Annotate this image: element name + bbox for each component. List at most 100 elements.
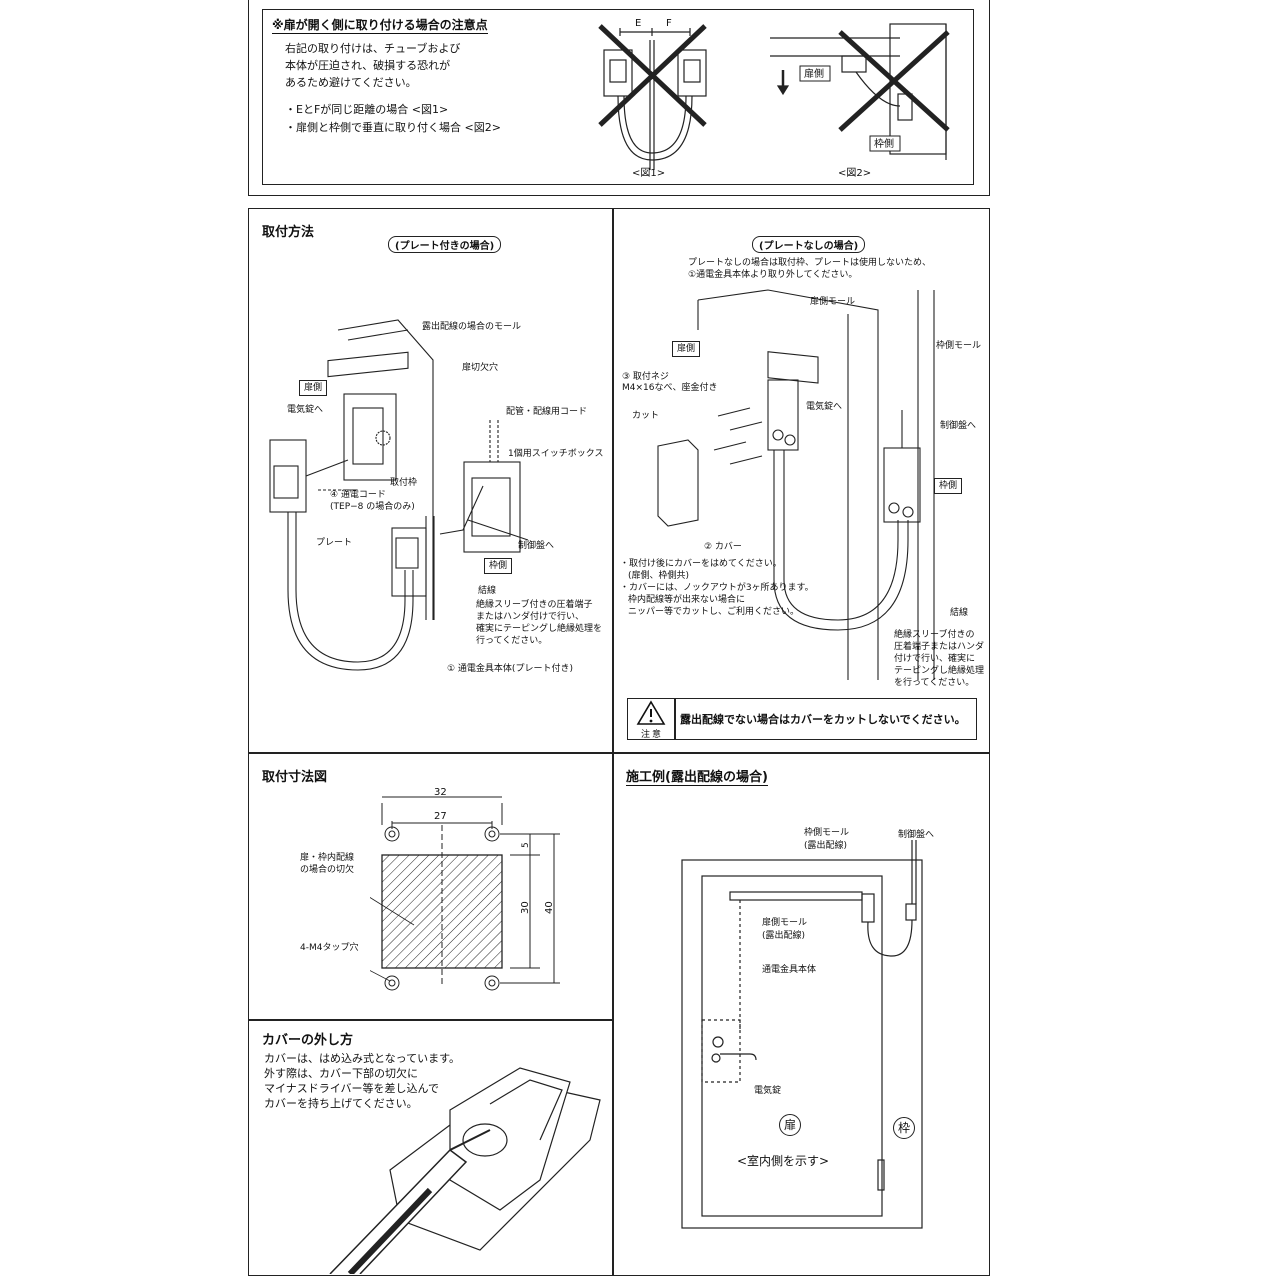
wiring-note-line: 絶縁スリーブ付きの	[894, 630, 975, 640]
dim-5: 5	[521, 842, 531, 848]
label-cord-note: (TEP−8 の場合のみ)	[330, 502, 415, 512]
caution-line: 本体が圧迫され、破損する恐れが	[285, 59, 451, 72]
cutout-label-line: 扉・枠内配線	[300, 853, 355, 863]
label-door-molding-ex-note: (露出配線)	[762, 931, 806, 941]
example-drawing	[681, 840, 923, 1229]
wiring-note-line: 付けで行い、確実に	[894, 654, 976, 664]
wiring-note-line: テーピングし絶縁処理	[894, 666, 985, 676]
warning-box	[627, 698, 977, 740]
label-to-panel-ex: 制御盤へ	[898, 830, 935, 840]
fig2-drawing	[770, 23, 950, 160]
wiring-note: 絶縁スリーブ付きの圧着端子 またはハンダ付けで行い、 確実にテーピングし絶縁処理…	[476, 599, 602, 647]
label-cut: カット	[632, 411, 660, 421]
door-badge: 扉	[779, 1114, 801, 1136]
label-frame-mount: 取付枠	[390, 478, 418, 488]
dim-32: 32	[434, 787, 447, 798]
label-to-panel-np: 制御盤へ	[940, 421, 977, 431]
fig2-frame-label: 枠側	[874, 137, 894, 150]
install-title: 取付方法	[262, 225, 315, 240]
dim-40: 40	[544, 901, 555, 914]
dim-f-label: F	[666, 18, 672, 29]
label-door-side-np: 扉側	[672, 341, 701, 357]
cover-note-line: (扉側、枠側共)	[628, 571, 690, 581]
cutout-label-line: の場合の切欠	[300, 865, 355, 875]
label-to-lock: 電気錠へ	[287, 405, 324, 415]
cover-removal-line: 外す際は、カバー下部の切欠に	[264, 1067, 418, 1080]
label-door-molding: 扉側モール	[810, 297, 856, 307]
warning-label: 注意	[641, 730, 664, 740]
warning-divider	[674, 698, 676, 740]
label-wiring-np: 結線	[950, 608, 969, 618]
label-main-body: ① 通電金具本体(プレート付き)	[447, 664, 573, 674]
cover-removal-line: カバーは、はめ込み式となっています。	[264, 1052, 461, 1065]
cover-removal-drawing	[329, 1067, 601, 1274]
frame-badge: 枠	[893, 1117, 915, 1139]
label-frame-side-np: 枠側	[934, 478, 963, 494]
cover-removal-title: カバーの外し方	[262, 1033, 354, 1048]
label-wiring: 結線	[478, 586, 497, 596]
dimensions-title: 取付寸法図	[262, 770, 328, 785]
wiring-note-line: 圧着端子またはハンダ	[894, 642, 985, 652]
cover-note-line: ・取付け後にカバーをはめてください。	[620, 559, 782, 569]
label-frame-side: 枠側	[484, 558, 513, 574]
without-plate-diagram	[657, 289, 935, 680]
label-molding: 露出配線の場合のモール	[422, 322, 522, 332]
label-frame-molding-ex: 枠側モール	[804, 828, 850, 838]
with-plate-diagram	[269, 319, 529, 671]
caution-figures: E F <図1> 扉側 枠側 <図2>	[598, 18, 950, 179]
cover-removal-line: マイナスドライバー等を差し込んで	[264, 1082, 440, 1095]
label-to-panel: 制御盤へ	[518, 541, 555, 551]
label-cord: ④ 通電コード	[330, 490, 386, 500]
caution-text: 右記の取り付けは、チューブおよび 本体が圧迫され、破損する恐れが あるため避けて…	[285, 40, 460, 91]
warning-icon	[636, 700, 666, 725]
label-to-lock-np: 電気錠へ	[806, 402, 843, 412]
label-frame-molding: 枠側モール	[936, 341, 982, 351]
caution-title: ※扉が開く側に取り付ける場合の注意点	[272, 18, 488, 34]
divider-vertical-bottom	[612, 752, 614, 1276]
fig2-door-label: 扉側	[804, 67, 824, 80]
cover-note-line: ニッパー等でカットし、ご利用ください。	[628, 607, 800, 617]
cover-note-line: 枠内配線等が出来ない場合に	[628, 595, 746, 605]
divider-vertical-top	[612, 208, 614, 752]
wiring-note-np: 絶縁スリーブ付きの 圧着端子またはハンダ 付けで行い、確実に テーピングし絶縁処…	[894, 629, 984, 689]
fig2-label: <図2>	[838, 167, 871, 179]
fig1-drawing	[598, 24, 707, 170]
label-frame-molding-ex-note: (露出配線)	[804, 841, 848, 851]
with-plate-heading: (プレート付きの場合)	[388, 236, 502, 253]
cover-notes: ・取付け後にカバーをはめてください。 (扉側、枠側共) ・カバーには、ノックアウ…	[620, 558, 814, 618]
divider-horizontal	[248, 752, 990, 754]
tap-label: 4-M4タップ穴	[300, 943, 359, 953]
intro-line: ①通電金具本体より取り外してください。	[688, 270, 858, 280]
caution-line: あるため避けてください。	[285, 76, 417, 89]
label-screw: ③ 取付ネジ	[622, 372, 669, 382]
divider-left-bottom	[248, 1019, 612, 1021]
label-lock-ex: 電気錠	[754, 1086, 782, 1096]
wiring-note-line: またはハンダ付けで行い、	[476, 612, 585, 622]
caution-inner	[262, 9, 974, 185]
cutout-label: 扉・枠内配線 の場合の切欠	[300, 852, 354, 876]
dimension-drawing: 32 27 5 30 40	[370, 787, 560, 991]
example-title: 施工例(露出配線の場合)	[626, 766, 768, 786]
wiring-note-line: を行ってください。	[894, 678, 975, 688]
label-piping-cord: 配管・配線用コード	[506, 407, 588, 417]
warning-text: 露出配線でない場合はカバーをカットしないでください。	[680, 713, 966, 726]
without-plate-heading: (プレートなしの場合)	[752, 236, 866, 253]
dim-30: 30	[520, 901, 531, 914]
caution-line: 右記の取り付けは、チューブおよび	[285, 42, 461, 55]
fig1-label: <図1>	[632, 167, 665, 179]
wiring-note-line: 絶縁スリーブ付きの圧着端子	[476, 600, 593, 610]
label-switch-box: 1個用スイッチボックス	[508, 449, 604, 459]
label-door-side: 扉側	[299, 380, 328, 396]
label-door-notch: 扉切欠穴	[462, 363, 499, 373]
caution-bullet: ・EとFが同じ距離の場合 <図1>	[285, 103, 449, 116]
indoor-label: <室内側を示す>	[737, 1154, 830, 1168]
label-plate: プレート	[316, 538, 353, 548]
cover-removal-text: カバーは、はめ込み式となっています。 外す際は、カバー下部の切欠に マイナスドラ…	[264, 1051, 460, 1111]
wiring-note-line: 行ってください。	[476, 636, 548, 646]
label-main-body-ex: 通電金具本体	[762, 965, 817, 975]
wiring-note-line: 確実にテーピングし絶縁処理を	[476, 624, 603, 634]
cover-removal-line: カバーを持ち上げてください。	[264, 1097, 418, 1110]
main-frame	[248, 208, 990, 1276]
label-door-molding-ex: 扉側モール	[762, 918, 808, 928]
label-screw-spec: M4×16なべ、座金付き	[622, 383, 718, 393]
